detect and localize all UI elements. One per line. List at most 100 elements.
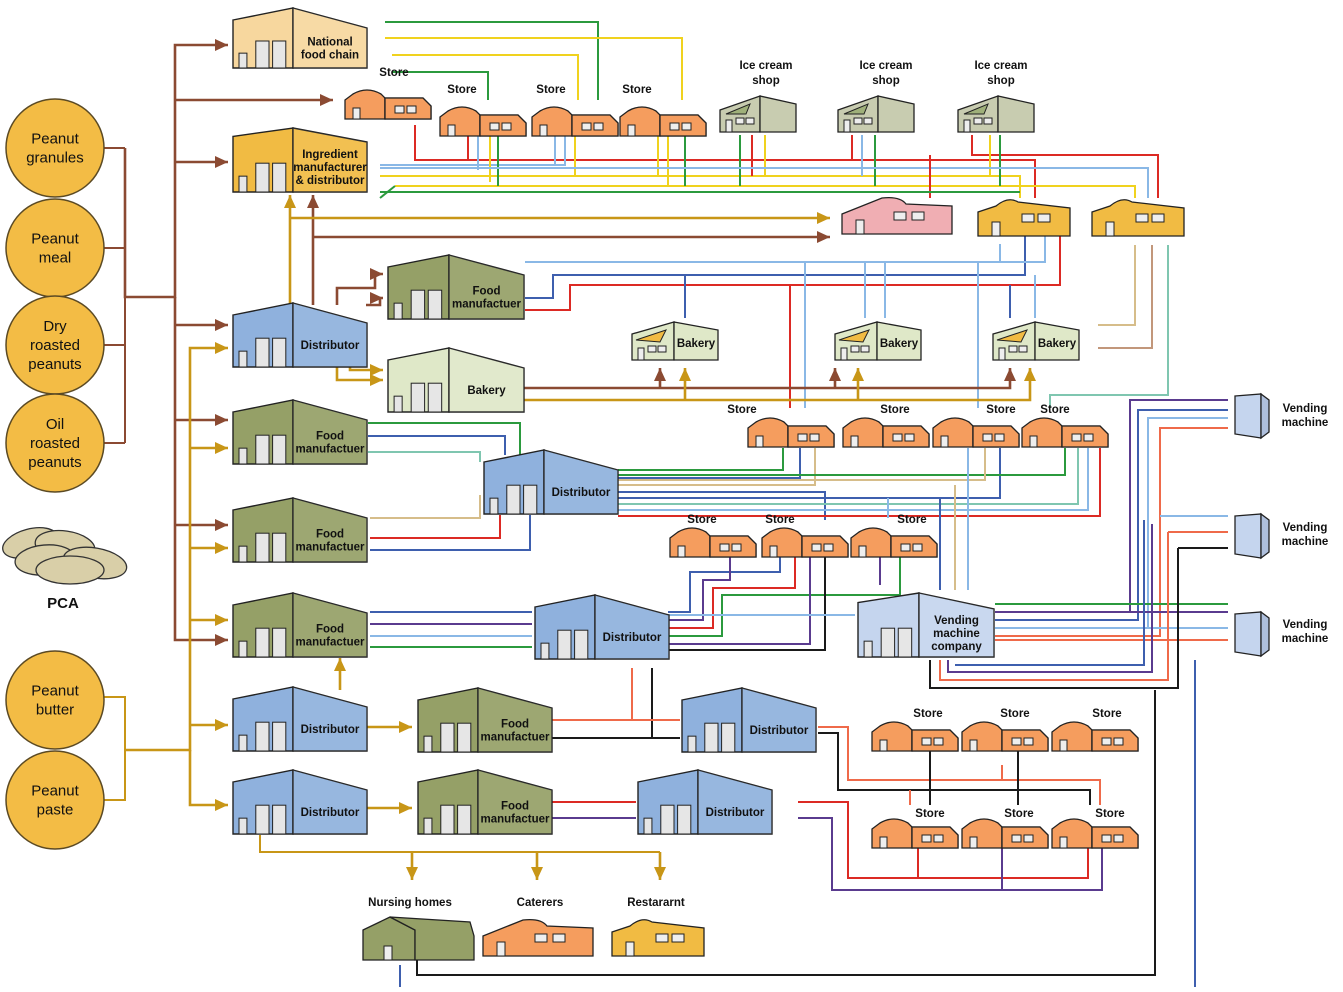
flow-arrow: [290, 212, 830, 224]
flow-arrow: [175, 519, 228, 531]
flow-arrow: [523, 368, 1016, 390]
distributor-7-label: Distributor: [706, 807, 765, 819]
restaurant-gold-2: [1091, 199, 1185, 237]
store-mid-1: Store: [727, 404, 835, 448]
connector-line: [668, 556, 796, 629]
connector-line: [1098, 245, 1136, 326]
store-low-1-label: Store: [687, 514, 716, 526]
connector-line: [995, 417, 1228, 629]
connector-line: [947, 524, 1153, 673]
store-low-3-label: Store: [897, 514, 926, 526]
flow-line: [259, 835, 660, 853]
flow-arrow: [829, 368, 841, 388]
connector-line: [618, 448, 1079, 505]
bakery-3: Bakery: [992, 321, 1080, 361]
store-r2-3: Store: [1051, 808, 1139, 849]
bakery-1: Bakery: [631, 321, 719, 361]
connector-line: [1049, 245, 1169, 408]
connector-line: [380, 167, 1149, 198]
caterers: Caterers: [482, 897, 594, 957]
connector-line: [995, 409, 1228, 621]
connector-line: [618, 448, 801, 479]
distributor-6: Distributor: [681, 687, 817, 753]
flow-arrow: [366, 802, 412, 814]
bakery-warehouse-label: Bakery: [467, 385, 506, 397]
flow-arrow: [852, 368, 864, 400]
flow-arrow: [190, 614, 228, 626]
connector-line: [392, 54, 579, 100]
connector-line: [370, 515, 501, 539]
connector-line: [370, 515, 531, 551]
distributor-3: Distributor: [232, 769, 368, 835]
connector-line: [392, 71, 489, 100]
distributor-5: Distributor: [534, 594, 670, 660]
connector-line: [668, 556, 731, 621]
connector-line: [1098, 245, 1153, 349]
store-top-0: Store: [344, 67, 432, 120]
connector-line: [818, 726, 1101, 805]
connector-line: [380, 175, 1021, 198]
connector-line: [929, 548, 1179, 689]
store-top-0-label: Store: [379, 67, 408, 79]
restaurant-gold-1: [977, 199, 1071, 237]
bakery-warehouse: Bakery: [387, 347, 525, 413]
store-low-2: Store: [761, 514, 849, 558]
store-mid-1-label: Store: [727, 404, 756, 416]
distributor-2-label: Distributor: [301, 724, 360, 736]
store-top-2: Store: [531, 84, 619, 137]
connector-line: [955, 520, 1145, 666]
nursing-homes-label: Nursing homes: [368, 897, 452, 909]
store-mid-3: Store: [932, 404, 1020, 448]
store-r2-1: Store: [871, 808, 959, 849]
store-r1-2-label: Store: [1000, 708, 1029, 720]
connector-line: [668, 556, 781, 613]
bakery-2-label: Bakery: [880, 338, 919, 350]
store-mid-2: Store: [842, 404, 930, 448]
connector-line: [552, 668, 653, 739]
store-mid-3-label: Store: [986, 404, 1015, 416]
restaurant-label: Restararnt: [627, 897, 685, 909]
connector-line: [525, 232, 1046, 263]
flow-arrow: [523, 368, 1036, 402]
connector-line: [385, 21, 599, 100]
flow-arrows: [123, 39, 1036, 880]
flow-arrow: [366, 292, 383, 307]
flow-arrow: [175, 319, 228, 331]
store-mid-4: Store: [1021, 404, 1109, 448]
pca-peanuts-icon: [2, 527, 128, 585]
flow-arrow: [175, 414, 228, 426]
connector-line: [995, 427, 1228, 637]
connector-line: [939, 532, 1169, 681]
store-r1-1-label: Store: [913, 708, 942, 720]
connector-line: [668, 556, 901, 637]
distributor-4-label: Distributor: [552, 487, 611, 499]
store-r1-1: Store: [871, 708, 959, 752]
connector-line: [618, 448, 1066, 476]
store-mid-2-label: Store: [880, 404, 909, 416]
flow-line: [95, 696, 126, 801]
store-low-2-label: Store: [765, 514, 794, 526]
